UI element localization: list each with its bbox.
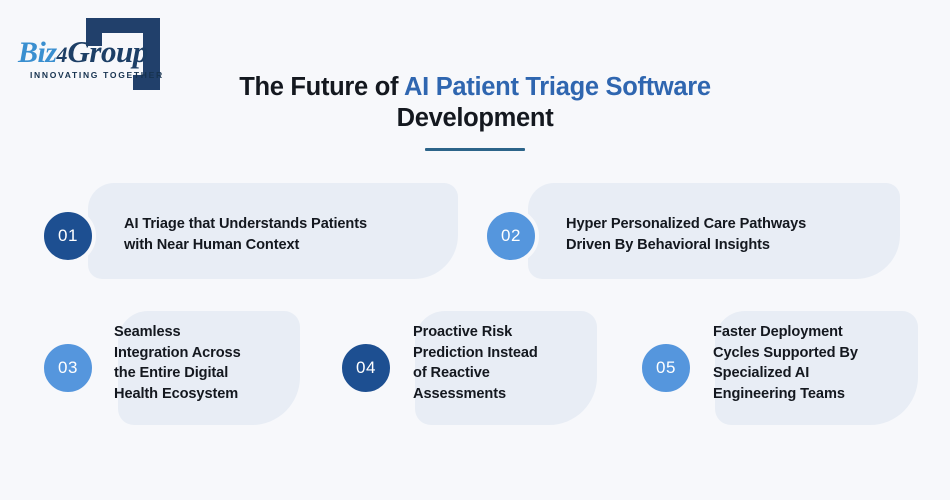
feature-card [415, 311, 597, 425]
logo-tagline: INNOVATING TOGETHER [30, 70, 164, 80]
feature-number-badge: 05 [638, 340, 694, 396]
feature-card-text: Proactive Risk Prediction Instead of Rea… [413, 324, 538, 403]
feature-number-badge: 02 [483, 208, 539, 264]
feature-card-text: Hyper Personalized Care Pathways Driven … [566, 216, 807, 253]
feature-card [715, 311, 918, 425]
feature-card-text: Faster Deployment Cycles Supported By Sp… [713, 324, 858, 403]
logo-wordmark: Biz4Group [18, 34, 178, 74]
feature-card [88, 183, 458, 279]
feature-number-badge: 03 [40, 340, 96, 396]
feature-card [118, 311, 300, 425]
logo-group-text: Group [67, 34, 149, 69]
feature-number-badge: 01 [40, 208, 96, 264]
feature-card-text: AI Triage that Understands Patients with… [124, 216, 368, 253]
title-highlight: AI Patient Triage Software [404, 73, 711, 101]
logo-biz-text: Biz [18, 36, 57, 69]
feature-number-badge: 04 [338, 340, 394, 396]
title-divider [425, 148, 525, 152]
brand-logo: Biz4Group INNOVATING TOGETHER [18, 14, 193, 90]
title-tail: Development [396, 104, 554, 133]
page-title: The Future of AI Patient Triage Software… [175, 72, 775, 134]
feature-card [528, 183, 900, 279]
title-lead: The Future of [239, 73, 405, 101]
header: The Future of AI Patient Triage Software… [175, 72, 775, 152]
logo-four-text: 4 [56, 42, 68, 67]
feature-card-text: Seamless Integration Across the Entire D… [114, 324, 241, 403]
logo-mark-icon [86, 18, 160, 90]
